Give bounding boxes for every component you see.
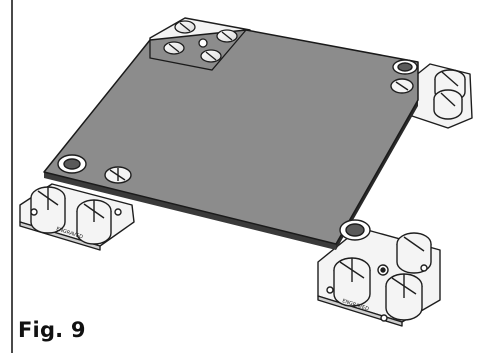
figure-caption: Fig. 9 (18, 318, 86, 342)
support-back-right (409, 63, 473, 129)
support-front-left: ENGRAVED (19, 183, 135, 251)
support-front-right: ENGRAVED (317, 227, 441, 327)
support-back-left-caps (163, 20, 238, 63)
panel-pedestal-heads (57, 59, 418, 241)
floor-panel (43, 29, 419, 250)
page-margin-rule (11, 0, 13, 353)
